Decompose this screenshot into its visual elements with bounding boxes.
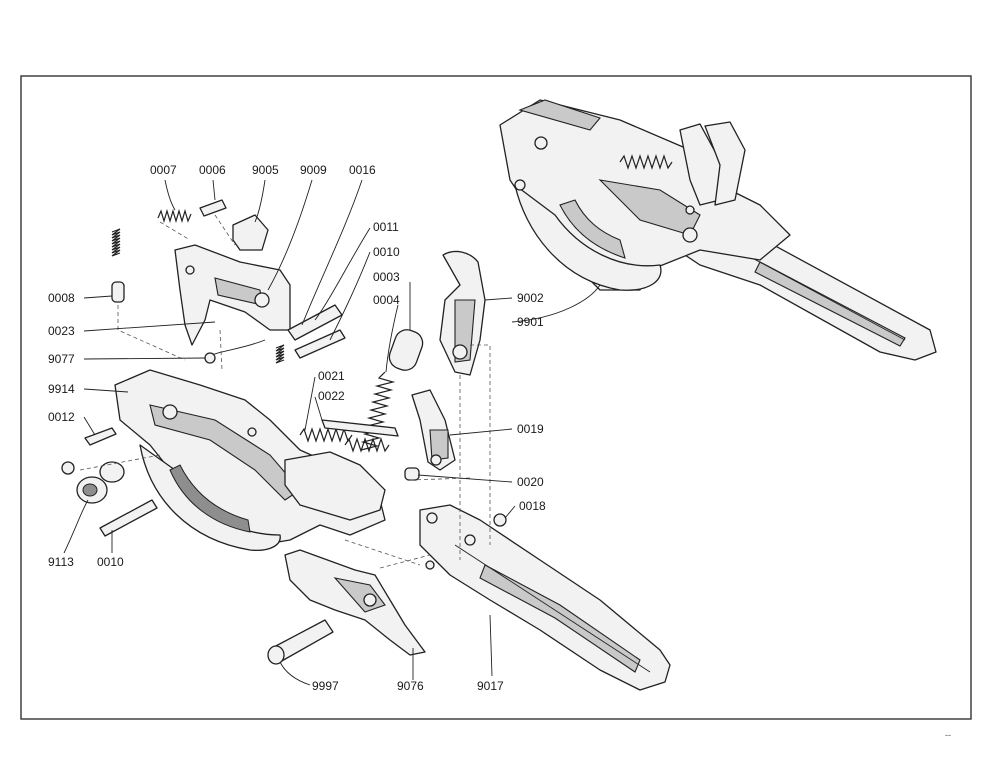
part-spring-0022 — [344, 437, 390, 453]
label-0018: 0018 — [519, 499, 546, 513]
part-disconnector-0019 — [411, 389, 456, 471]
label-0012: 0012 — [48, 410, 75, 424]
label-0019: 0019 — [517, 422, 544, 436]
label-0007: 0007 — [150, 163, 177, 177]
part-hammer-9002 — [439, 250, 486, 376]
part-plug-0003 — [388, 329, 424, 371]
label-0022: 0022 — [318, 389, 345, 403]
label-9005: 9005 — [252, 163, 279, 177]
part-rod-0022 — [321, 419, 399, 437]
part-trigger-housing-9914 — [114, 369, 386, 551]
label-9914: 9914 — [48, 382, 75, 396]
label-9017: 9017 — [477, 679, 504, 693]
label-9113: 9113 — [48, 555, 74, 569]
part-plunger-0008 — [111, 281, 125, 303]
part-pin-0020 — [404, 467, 420, 481]
part-plate-9076 — [284, 549, 426, 656]
label-0003: 0003 — [373, 270, 400, 284]
assembled-trigger-group — [499, 99, 937, 361]
part-spring-0008 — [111, 228, 121, 257]
label-0008: 0008 — [48, 291, 75, 305]
part-pin-0010 — [99, 499, 158, 537]
part-cap-9005 — [232, 214, 269, 251]
label-9076: 9076 — [397, 679, 424, 693]
part-spring-0021 — [299, 427, 353, 443]
part-clip-0018 — [493, 513, 507, 527]
part-clip-9113 — [61, 461, 75, 475]
label-9009: 9009 — [300, 163, 327, 177]
label-0010-upper: 0010 — [373, 245, 400, 259]
part-pin-9997 — [267, 619, 334, 665]
part-bushing-9113 — [76, 461, 125, 504]
label-0023: 0023 — [48, 324, 75, 338]
label-0010-lower: 0010 — [97, 555, 124, 569]
label-9901: 9901 — [517, 315, 544, 329]
label-0016: 0016 — [349, 163, 376, 177]
leader-lines — [63, 179, 601, 686]
label-9077: 9077 — [48, 352, 75, 366]
assembly-lines — [79, 214, 491, 569]
label-0011: 0011 — [373, 220, 399, 234]
label-0020: 0020 — [517, 475, 544, 489]
part-spring-0004 — [360, 371, 396, 451]
part-labels: 0007 0006 9005 9009 0016 0011 0010 0003 … — [48, 163, 546, 693]
page-mark: -- — [945, 730, 951, 740]
label-9997: 9997 — [312, 679, 339, 693]
diagram-frame — [20, 75, 972, 720]
part-spring-0007 — [157, 208, 192, 224]
label-9002: 9002 — [517, 291, 544, 305]
label-0021: 0021 — [318, 369, 345, 383]
part-upper-block-9009 — [174, 244, 291, 346]
part-pin-0012 — [84, 427, 117, 446]
part-spring-0023 — [275, 344, 285, 364]
label-0006: 0006 — [199, 163, 226, 177]
part-pin-0011 — [294, 329, 346, 359]
label-0004: 0004 — [373, 293, 400, 307]
part-tang-9017 — [419, 504, 671, 691]
part-pin-0006 — [199, 199, 227, 217]
